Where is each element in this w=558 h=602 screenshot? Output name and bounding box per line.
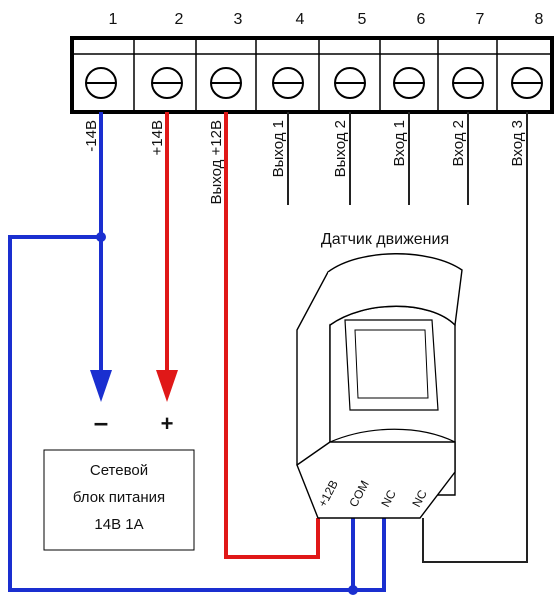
minus-sign: – (94, 407, 108, 437)
power-supply-box (43, 449, 195, 551)
terminal-number-6: 6 (417, 11, 426, 28)
sensor-top (327, 253, 463, 327)
terminal-number-3: 3 (234, 11, 243, 28)
terminal-label-8: Вход 3 (509, 120, 526, 166)
terminal-number-4: 4 (296, 11, 305, 28)
psu-line-1: Сетевой (90, 462, 148, 479)
negative-wire-loop (8, 235, 353, 592)
positive-arrow (156, 370, 178, 402)
input3-wire (422, 112, 528, 563)
terminal-label-4: Выход 1 (270, 120, 287, 177)
terminal-screw-5 (334, 67, 366, 99)
terminal-number-5: 5 (358, 11, 367, 28)
sensor-bezel (329, 428, 456, 443)
terminal-number-2: 2 (175, 11, 184, 28)
terminal-label-7: Вход 2 (450, 120, 467, 166)
terminal-screw-6 (393, 67, 425, 99)
terminal-label-5: Выход 2 (332, 120, 349, 177)
terminal-label-2: +14В (149, 120, 166, 155)
terminal-label-3: Выход +12В (208, 120, 225, 205)
plus-sign: + (161, 411, 174, 436)
terminal-screw-7 (452, 67, 484, 99)
terminal-number-7: 7 (476, 11, 485, 28)
negative-arrow (90, 370, 112, 402)
sensor-pin-face (296, 441, 456, 519)
wires (8, 112, 528, 595)
output-12v-wire (224, 112, 320, 559)
sensor-lens-inner (354, 329, 429, 399)
terminal-screw-4 (272, 67, 304, 99)
nc-wire (353, 518, 386, 592)
terminal-screw-3 (210, 67, 242, 99)
terminal-label-6: Вход 1 (391, 120, 408, 166)
psu-line-3: 14В 1А (94, 516, 143, 533)
terminal-screw-8 (511, 67, 543, 99)
sensor-title: Датчик движения (321, 231, 449, 248)
terminal-label-1: -14В (83, 120, 100, 152)
junction-dot-bottom (348, 585, 358, 595)
psu-line-2: блок питания (73, 489, 165, 506)
terminal-block: 1 2 3 4 5 6 7 8 (70, 11, 554, 114)
terminal-number-1: 1 (109, 11, 118, 28)
sensor-lens-outer (344, 319, 439, 411)
terminal-number-8: 8 (535, 11, 544, 28)
junction-dot (96, 232, 106, 242)
terminal-screw-1 (85, 67, 117, 99)
motion-sensor (296, 253, 463, 519)
power-supply: Сетевой блок питания 14В 1А (43, 449, 195, 551)
terminal-screw-2 (151, 67, 183, 99)
